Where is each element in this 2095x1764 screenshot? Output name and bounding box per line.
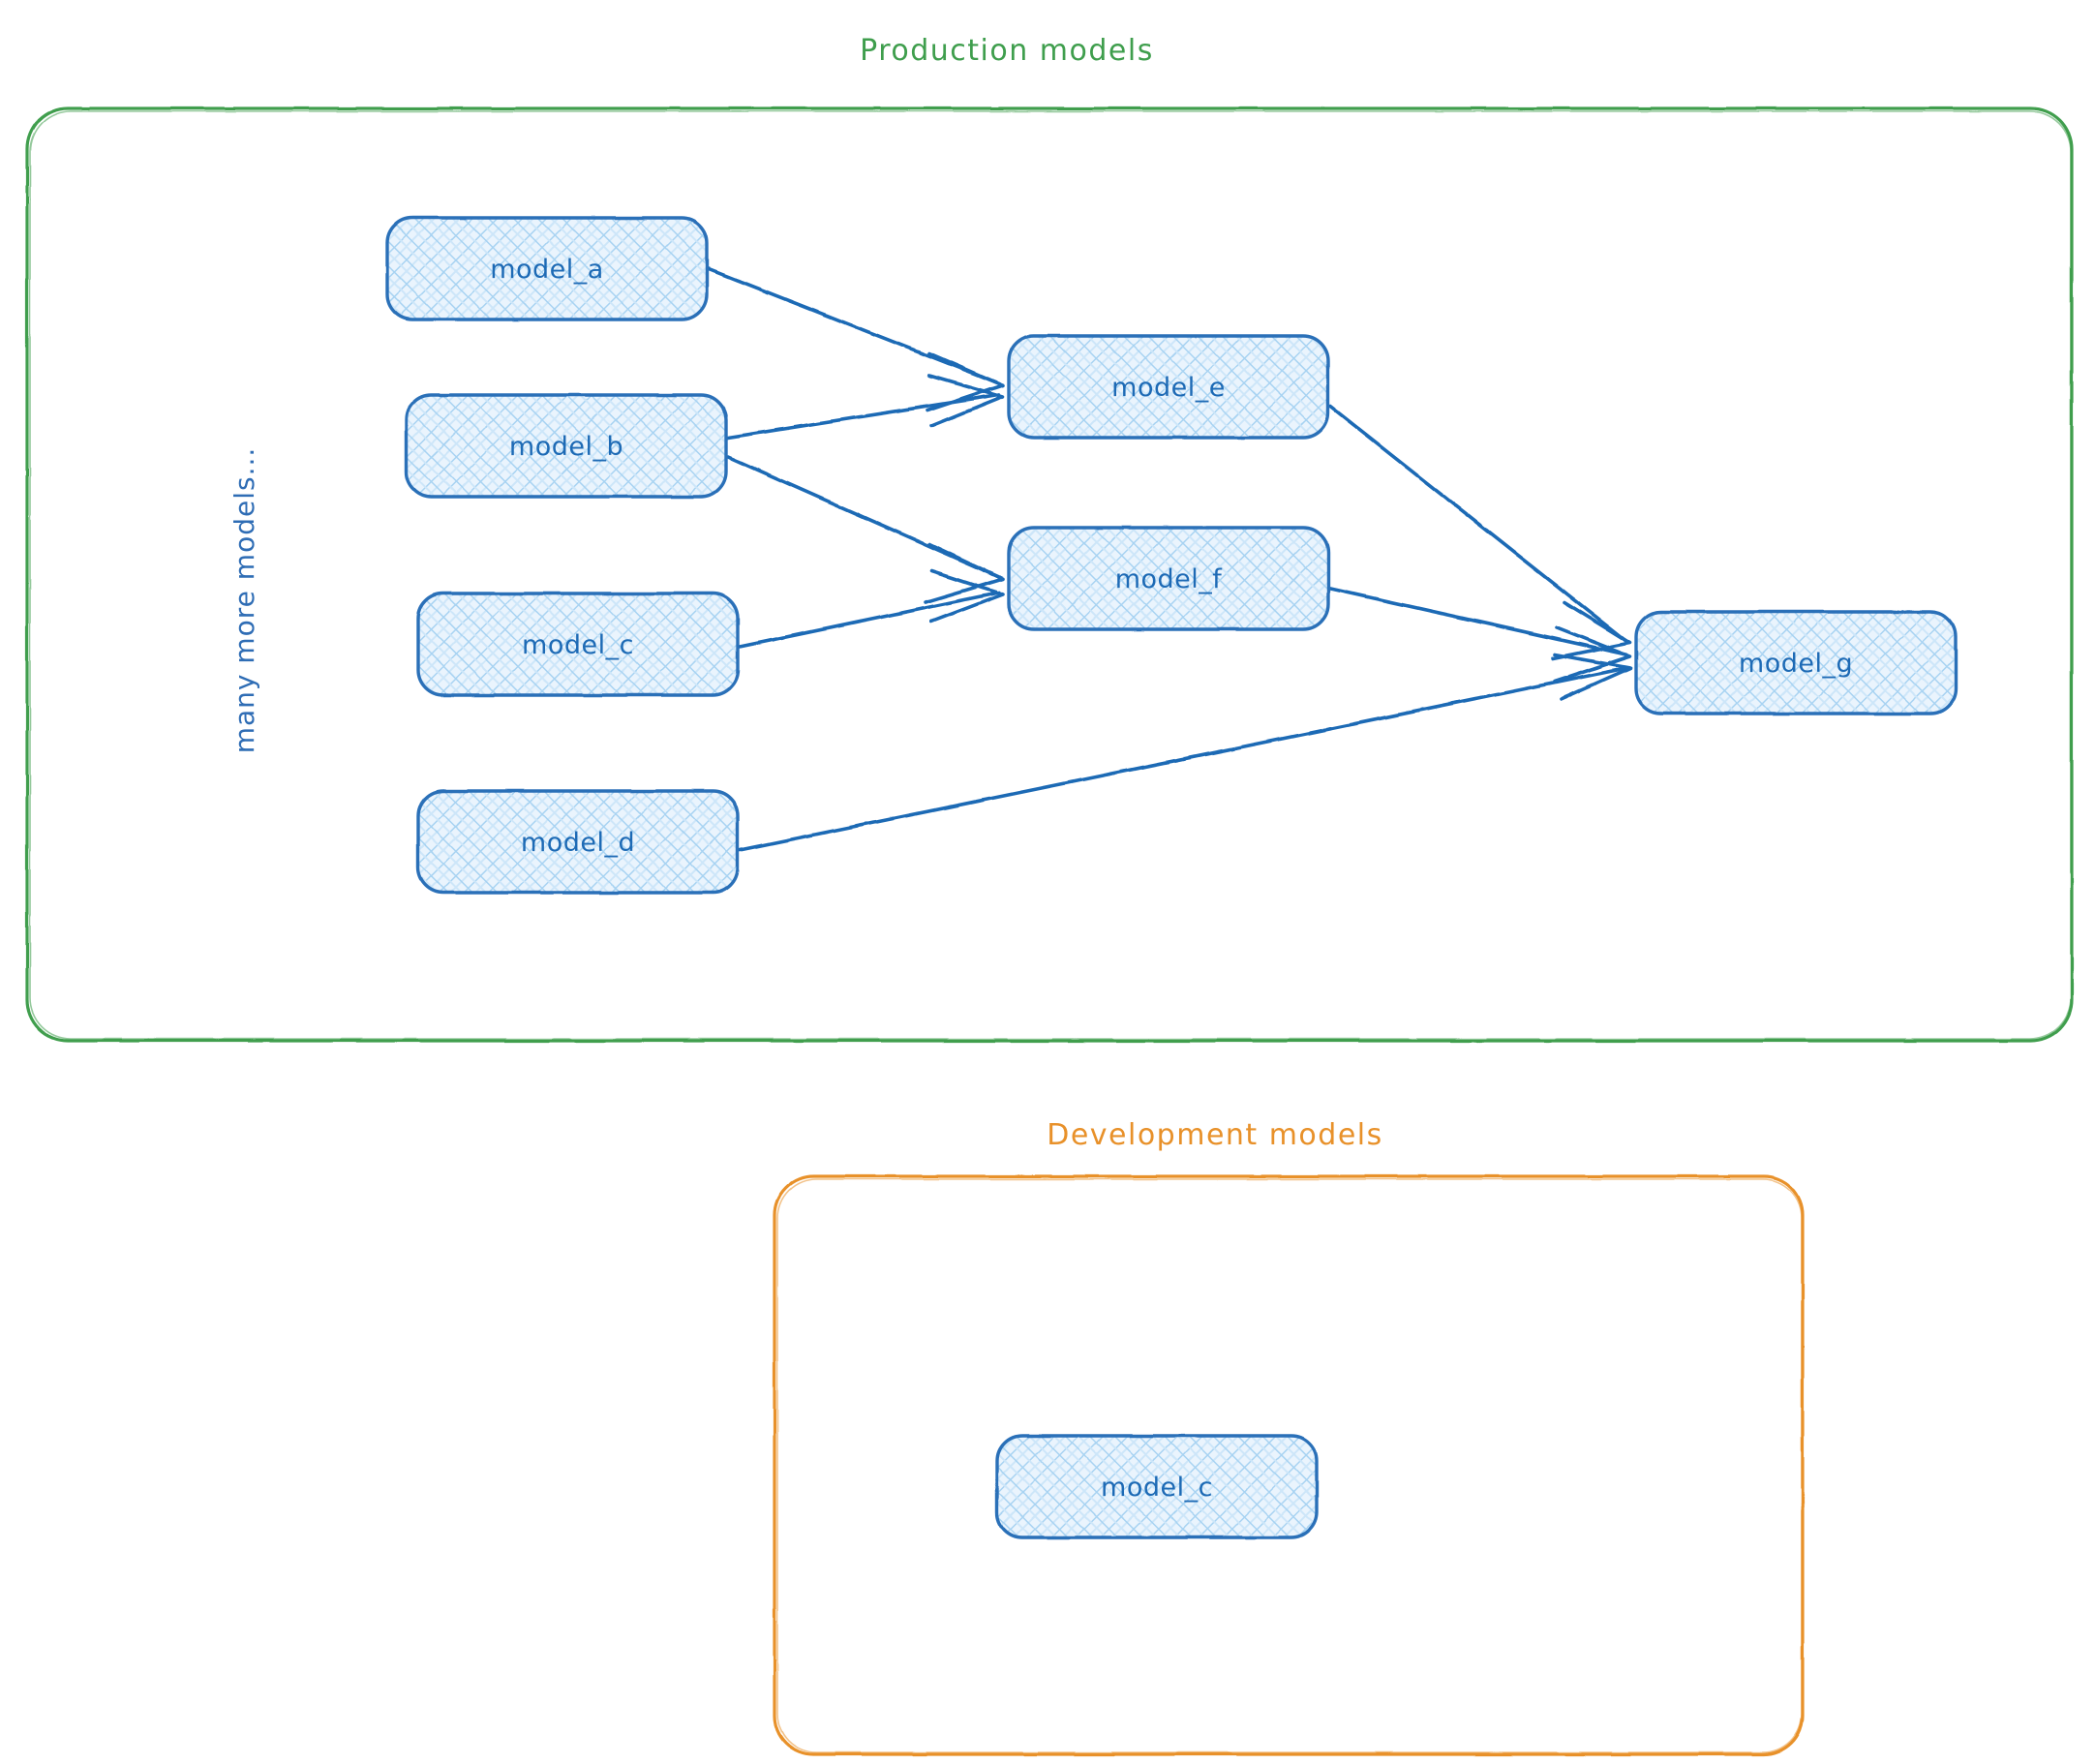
node-model_c-label: model_c: [522, 630, 634, 660]
node-model_b[interactable]: model_b: [405, 393, 728, 499]
production-group-title: Production models: [860, 34, 1154, 68]
development-container-border-2: [776, 1178, 1803, 1753]
node-model_d-label: model_d: [521, 828, 635, 858]
node-model_a-box[interactable]: [385, 216, 709, 321]
node-model_f-box[interactable]: [1007, 526, 1330, 631]
production-container-border-2: [29, 110, 2072, 1040]
node-model_b-box[interactable]: [405, 393, 728, 499]
development-container-border: [773, 1174, 1805, 1756]
edge-model_d-to-model_g: [738, 653, 1632, 852]
node-model_g-label: model_g: [1739, 649, 1853, 679]
arrowhead: [1553, 625, 1632, 684]
edge-model_c-to-model_f: [738, 569, 1005, 649]
node-model_c-dev-label: model_c: [1101, 1473, 1213, 1503]
edge-model_f-to-model_g: [1328, 587, 1632, 684]
arrowhead: [924, 542, 1005, 604]
edges-layer: [707, 267, 1632, 852]
many-more-models-label-group: many more models...: [228, 447, 260, 754]
development-group-title: Development models: [1047, 1118, 1383, 1152]
node-model_d[interactable]: model_d: [416, 789, 740, 895]
many-more-models-label: many more models...: [228, 447, 260, 754]
node-model_a-label: model_a: [490, 255, 604, 285]
node-model_e-label: model_e: [1111, 373, 1226, 403]
node-model_g-box[interactable]: [1634, 610, 1958, 715]
arrowhead: [927, 374, 1005, 428]
node-model_f[interactable]: model_f: [1007, 526, 1330, 631]
arrowhead: [929, 569, 1005, 623]
node-model_c[interactable]: model_c: [416, 592, 740, 697]
node-model_g[interactable]: model_g: [1634, 610, 1958, 715]
edge-model_e-to-model_g: [1328, 405, 1632, 660]
node-model_d-box[interactable]: [416, 789, 740, 895]
node-model_f-label: model_f: [1115, 564, 1224, 594]
group-production: Production models: [25, 34, 2074, 1043]
node-model_e[interactable]: model_e: [1007, 334, 1330, 440]
edge-model_b-to-model_f: [726, 455, 1005, 604]
edge-model_b-to-model_e: [726, 374, 1005, 440]
arrowhead: [1551, 600, 1632, 660]
group-development: Development models: [773, 1118, 1805, 1756]
nodes-layer: model_a model_b model_c model_d model_e: [385, 216, 1958, 1539]
production-container-border: [25, 106, 2074, 1043]
node-model_b-label: model_b: [509, 432, 623, 462]
edge-model_a-to-model_e: [707, 267, 1005, 412]
arrowhead: [1553, 653, 1632, 701]
node-model_c-box[interactable]: [416, 592, 740, 697]
node-model_c-dev-box[interactable]: [995, 1434, 1319, 1539]
node-model_a[interactable]: model_a: [385, 216, 709, 321]
node-model_e-box[interactable]: [1007, 334, 1330, 440]
node-model_c-dev[interactable]: model_c: [995, 1434, 1319, 1539]
